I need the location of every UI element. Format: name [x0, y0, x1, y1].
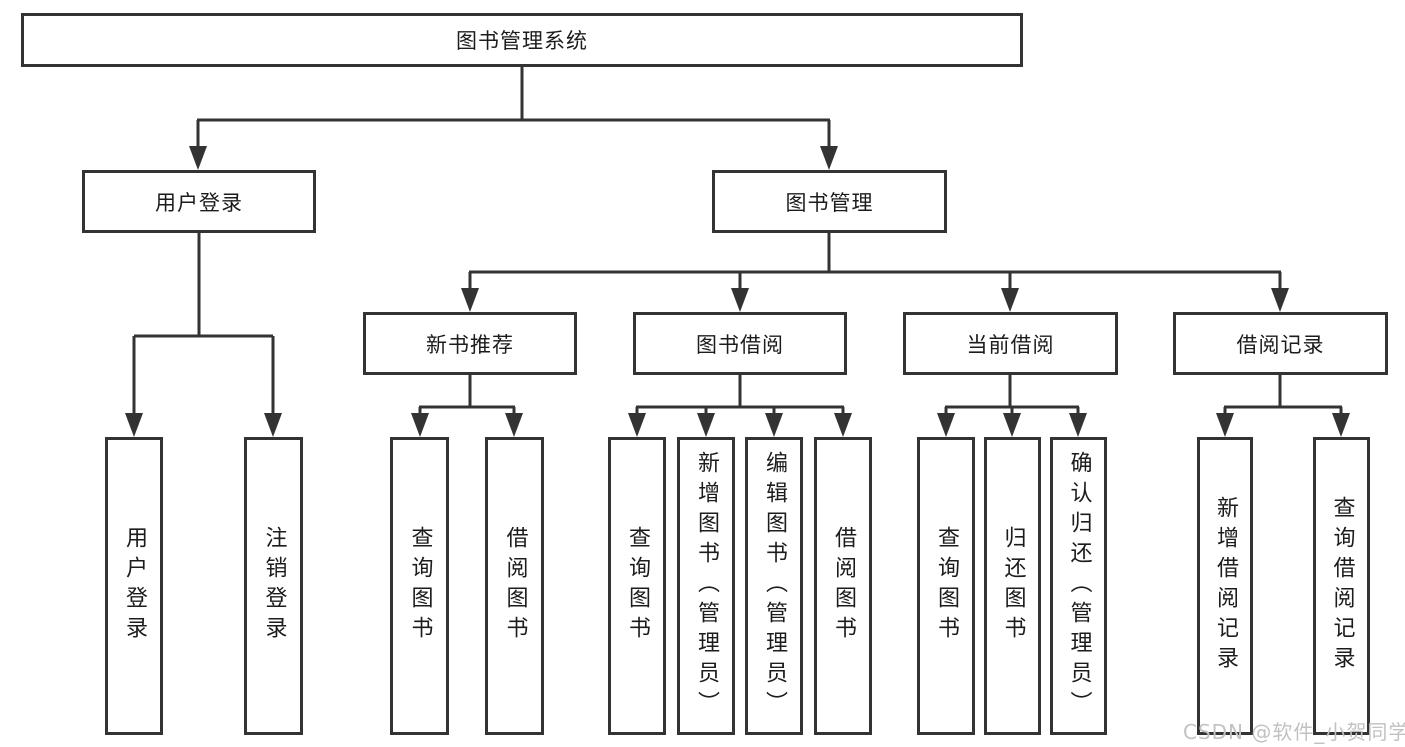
node-book-borrow: 图书借阅: [633, 312, 847, 375]
leaf-add-books-admin: 新增图书（管理员）: [677, 437, 735, 735]
leaf-query-borrow-record: 查询借阅记录: [1313, 437, 1370, 735]
leaf-confirm-return-admin-label: 确认归还（管理员）: [1066, 451, 1092, 721]
leaf-logout-label: 注销登录: [261, 526, 287, 646]
leaf-current-query-books: 查询图书: [917, 437, 975, 735]
leaf-edit-books-admin-label: 编辑图书（管理员）: [762, 451, 787, 721]
leaf-current-query-books-label: 查询图书: [934, 526, 959, 646]
node-root-label: 图书管理系统: [456, 29, 588, 53]
leaf-query-borrow-record-label: 查询借阅记录: [1329, 496, 1355, 676]
csdn-watermark: CSDN @软件_小贺同学: [1183, 720, 1405, 744]
leaf-user-login: 用户登录: [105, 437, 163, 735]
leaf-borrow-query-books: 查询图书: [608, 437, 666, 735]
node-borrow-records-label: 借阅记录: [1236, 332, 1325, 357]
node-user-login-label: 用户登录: [155, 190, 243, 215]
node-book-management-label: 图书管理: [785, 190, 874, 215]
leaf-add-borrow-record-label: 新增借阅记录: [1213, 496, 1238, 676]
node-current-borrow-label: 当前借阅: [966, 332, 1055, 357]
node-new-book-recommend-label: 新书推荐: [426, 332, 514, 357]
leaf-return-books: 归还图书: [984, 437, 1041, 735]
leaf-logout: 注销登录: [244, 437, 303, 735]
node-book-management: 图书管理: [712, 170, 947, 233]
connector-lines: [132, 67, 1343, 417]
arrowhead-down-icons: [125, 146, 1350, 437]
node-borrow-records: 借阅记录: [1173, 312, 1388, 375]
node-root: 图书管理系统: [21, 13, 1023, 67]
node-new-book-recommend: 新书推荐: [363, 312, 577, 375]
node-current-borrow: 当前借阅: [903, 312, 1118, 375]
leaf-recommend-borrow-books-label: 借阅图书: [502, 526, 528, 646]
leaf-borrow-books: 借阅图书: [814, 437, 872, 735]
leaf-borrow-books-label: 借阅图书: [831, 526, 856, 646]
leaf-recommend-query-books-label: 查询图书: [407, 526, 433, 646]
leaf-edit-books-admin: 编辑图书（管理员）: [745, 437, 803, 735]
leaf-recommend-query-books: 查询图书: [390, 437, 449, 735]
leaf-borrow-query-books-label: 查询图书: [625, 526, 650, 646]
leaf-add-borrow-record: 新增借阅记录: [1197, 437, 1253, 735]
leaf-user-login-label: 用户登录: [122, 526, 147, 646]
leaf-return-books-label: 归还图书: [1000, 526, 1026, 646]
leaf-recommend-borrow-books: 借阅图书: [485, 437, 544, 735]
leaf-confirm-return-admin: 确认归还（管理员）: [1050, 437, 1107, 735]
leaf-add-books-admin-label: 新增图书（管理员）: [694, 451, 719, 721]
node-book-borrow-label: 图书借阅: [696, 332, 784, 357]
node-user-login: 用户登录: [82, 170, 316, 233]
